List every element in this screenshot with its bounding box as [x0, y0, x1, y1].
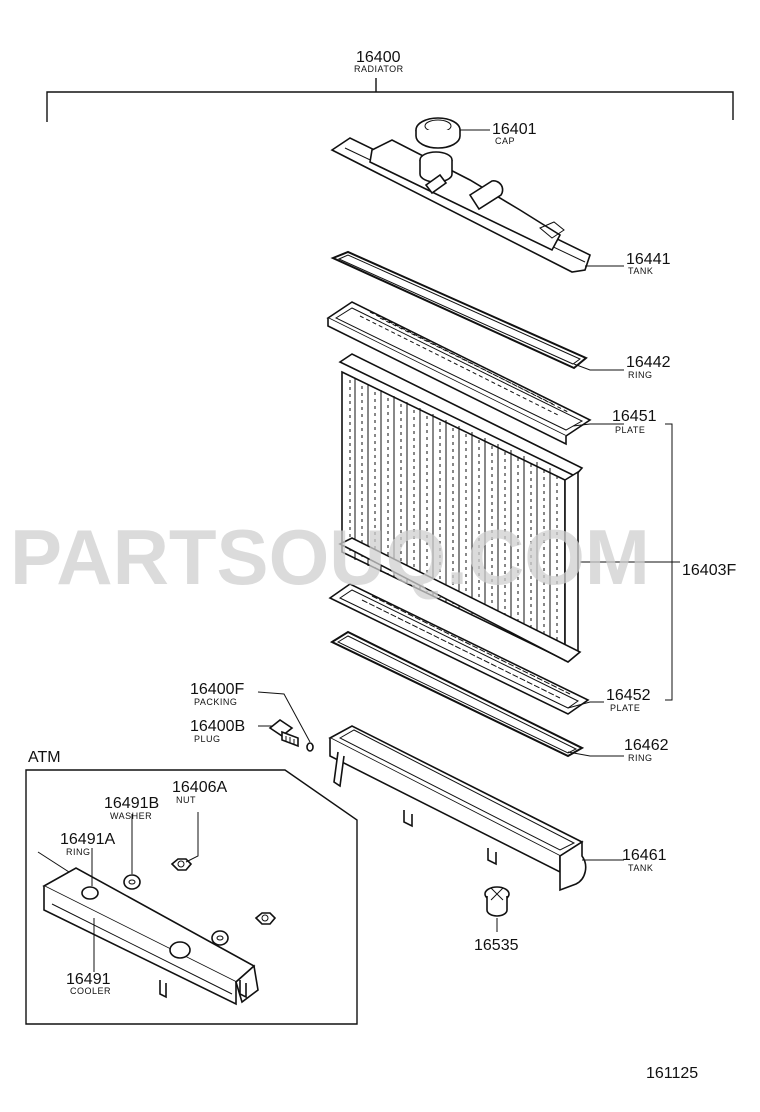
callout-upper-tank[interactable]: 16441 TANK	[626, 251, 671, 276]
cooler-ring-name: RING	[66, 847, 91, 857]
upper-ring[interactable]	[330, 250, 588, 370]
nut-number: 16406A	[172, 779, 227, 796]
callout-drain-cock[interactable]: 16535	[474, 937, 519, 954]
washer-name: WASHER	[110, 811, 152, 821]
upper-ring-number: 16442	[626, 354, 671, 371]
cooler-number: 16491	[66, 971, 111, 988]
callout-upper-ring[interactable]: 16442 RING	[626, 354, 671, 380]
callout-lower-plate[interactable]: 16452 PLATE	[606, 687, 651, 713]
callout-nut[interactable]: 16406A NUT	[172, 779, 227, 805]
cap-name: CAP	[495, 136, 515, 146]
nut-name: NUT	[176, 795, 196, 805]
callout-packing[interactable]: 16400F PACKING	[190, 681, 244, 707]
core-number: 16403F	[682, 562, 736, 579]
upper-tank-number: 16441	[626, 251, 671, 268]
upper-ring-name: RING	[628, 370, 653, 380]
lower-tank[interactable]	[328, 725, 587, 892]
callout-cap[interactable]: 16401 CAP	[492, 121, 537, 146]
callout-plug[interactable]: 16400B PLUG	[190, 718, 245, 744]
radiator-core[interactable]	[338, 353, 584, 663]
callout-cooler-ring[interactable]: 16491A RING	[60, 831, 115, 857]
packing-number: 16400F	[190, 681, 244, 698]
packing-washer[interactable]	[306, 742, 314, 752]
drain-plug[interactable]	[268, 719, 299, 748]
radiator-cap[interactable]	[415, 117, 461, 149]
cooler-washer[interactable]	[123, 874, 229, 946]
watermark-text: PARTSOUQ.COM	[10, 513, 650, 601]
cooler-ring-number: 16491A	[60, 831, 115, 848]
lower-tank-name: TANK	[628, 863, 653, 873]
plug-number: 16400B	[190, 718, 245, 735]
lower-ring-number: 16462	[624, 737, 669, 754]
packing-name: PACKING	[194, 697, 237, 707]
callout-lower-tank[interactable]: 16461 TANK	[622, 847, 667, 873]
plug-name: PLUG	[194, 734, 221, 744]
assembly-bracket	[46, 78, 734, 122]
callout-washer[interactable]: 16491B WASHER	[104, 795, 159, 821]
drain-cock[interactable]	[484, 886, 510, 917]
washer-number: 16491B	[104, 795, 159, 812]
upper-plate[interactable]	[326, 301, 592, 446]
atm-group: ATM	[25, 749, 358, 1025]
atm-group-label: ATM	[28, 749, 61, 766]
assembly-callout[interactable]: 16400 RADIATOR	[46, 49, 734, 122]
lower-plate-name: PLATE	[610, 703, 640, 713]
upper-tank[interactable]	[330, 137, 591, 273]
drain-cock-number: 16535	[474, 937, 519, 954]
oil-cooler[interactable]	[37, 851, 259, 1006]
callout-lower-ring[interactable]: 16462 RING	[624, 737, 669, 763]
lower-ring[interactable]	[329, 630, 585, 758]
assembly-name: RADIATOR	[354, 64, 404, 74]
upper-tank-name: TANK	[628, 266, 653, 276]
figure-number: 161125	[646, 1065, 698, 1082]
lower-plate-number: 16452	[606, 687, 651, 704]
callout-upper-plate[interactable]: 16451 PLATE	[612, 408, 657, 435]
callout-cooler[interactable]: 16491 COOLER	[66, 971, 111, 996]
cooler-nut[interactable]	[170, 858, 277, 925]
callout-core[interactable]: 16403F	[682, 562, 736, 579]
upper-plate-number: 16451	[612, 408, 657, 425]
leader-lines	[91, 129, 680, 972]
cooler-name: COOLER	[70, 986, 111, 996]
atm-group-frame	[25, 769, 358, 1025]
assembly-number: 16400	[356, 49, 401, 66]
cap-number: 16401	[492, 121, 537, 138]
lower-ring-name: RING	[628, 753, 653, 763]
lower-plate[interactable]	[328, 583, 590, 715]
lower-tank-number: 16461	[622, 847, 667, 864]
upper-plate-name: PLATE	[615, 425, 645, 435]
